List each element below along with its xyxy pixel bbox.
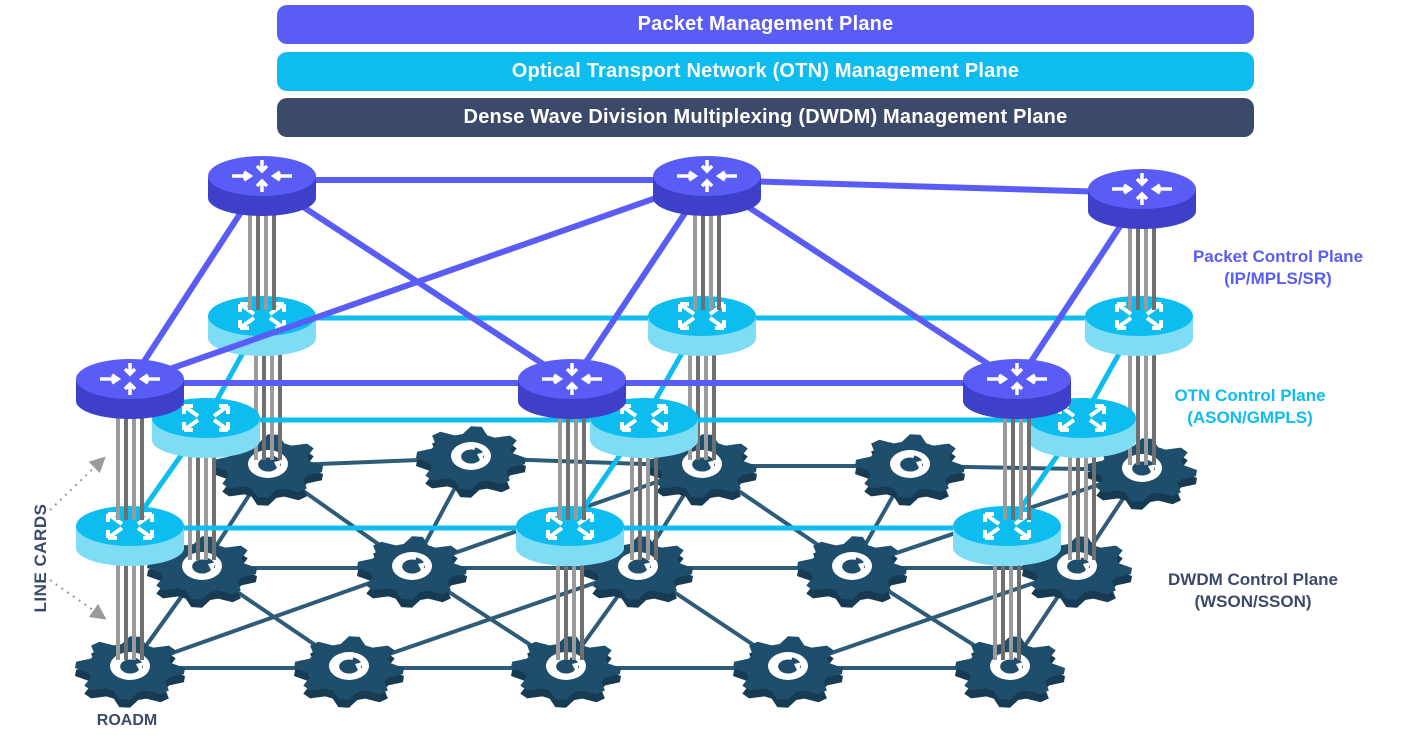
otn-switch-icon (648, 296, 756, 356)
dwdm-control-plane-label: DWDM Control Plane (WSON/SSON) (1128, 569, 1378, 613)
router-icon (76, 359, 184, 419)
roadm-gear-icon (955, 636, 1065, 708)
packet-management-plane-banner: Packet Management Plane (277, 5, 1254, 44)
otn-switch-icon (152, 398, 260, 458)
otn-control-plane-subtitle: (ASON/GMPLS) (1187, 408, 1313, 427)
packet-control-plane-subtitle: (IP/MPLS/SR) (1224, 269, 1332, 288)
dwdm-link (129, 566, 413, 670)
router-icon (653, 156, 761, 216)
dwdm-management-plane-banner: Dense Wave Division Multiplexing (DWDM) … (277, 98, 1254, 137)
otn-management-plane-banner: Optical Transport Network (OTN) Manageme… (277, 52, 1254, 91)
otn-switch-icon (76, 506, 184, 566)
roadm-gear-icon (797, 536, 907, 608)
roadm-gear-icon (294, 636, 404, 708)
otn-switch-icon (516, 506, 624, 566)
line-cards-arrow-lower (49, 579, 107, 620)
otn-control-plane-title: OTN Control Plane (1174, 386, 1326, 405)
packet-link (129, 177, 708, 386)
packet-control-plane-title: Packet Control Plane (1192, 247, 1364, 266)
otn-switch-icon (1085, 296, 1193, 356)
otn-switch-icon (953, 506, 1061, 566)
dwdm-control-plane-title: DWDM Control Plane (1168, 570, 1338, 589)
packet-link (705, 177, 1019, 386)
roadm-gear-icon (416, 426, 526, 498)
roadm-gear-icon (357, 536, 467, 608)
packet-link (706, 177, 1143, 196)
roadm-gear-icon (855, 434, 965, 506)
line-cards-label: LINE CARDS (31, 503, 50, 613)
router-icon (518, 359, 626, 419)
roadm-gear-icon (733, 636, 843, 708)
packet-control-plane-label: Packet Control Plane (IP/MPLS/SR) (1163, 246, 1393, 290)
line-cards-arrows (49, 456, 107, 620)
roadm-label: ROADM (96, 712, 158, 729)
otn-control-plane-label: OTN Control Plane (ASON/GMPLS) (1150, 385, 1350, 429)
dwdm-control-plane-subtitle: (WSON/SSON) (1194, 592, 1312, 611)
roadm-gear-icon (75, 636, 185, 708)
line-cards-arrow-upper (49, 456, 106, 511)
router-icon (963, 359, 1071, 419)
dwdm-link (348, 566, 639, 670)
roadm-gear-icon (511, 636, 621, 708)
router-icon (1088, 169, 1196, 229)
router-icon (208, 156, 316, 216)
otn-switch-icon (590, 398, 698, 458)
